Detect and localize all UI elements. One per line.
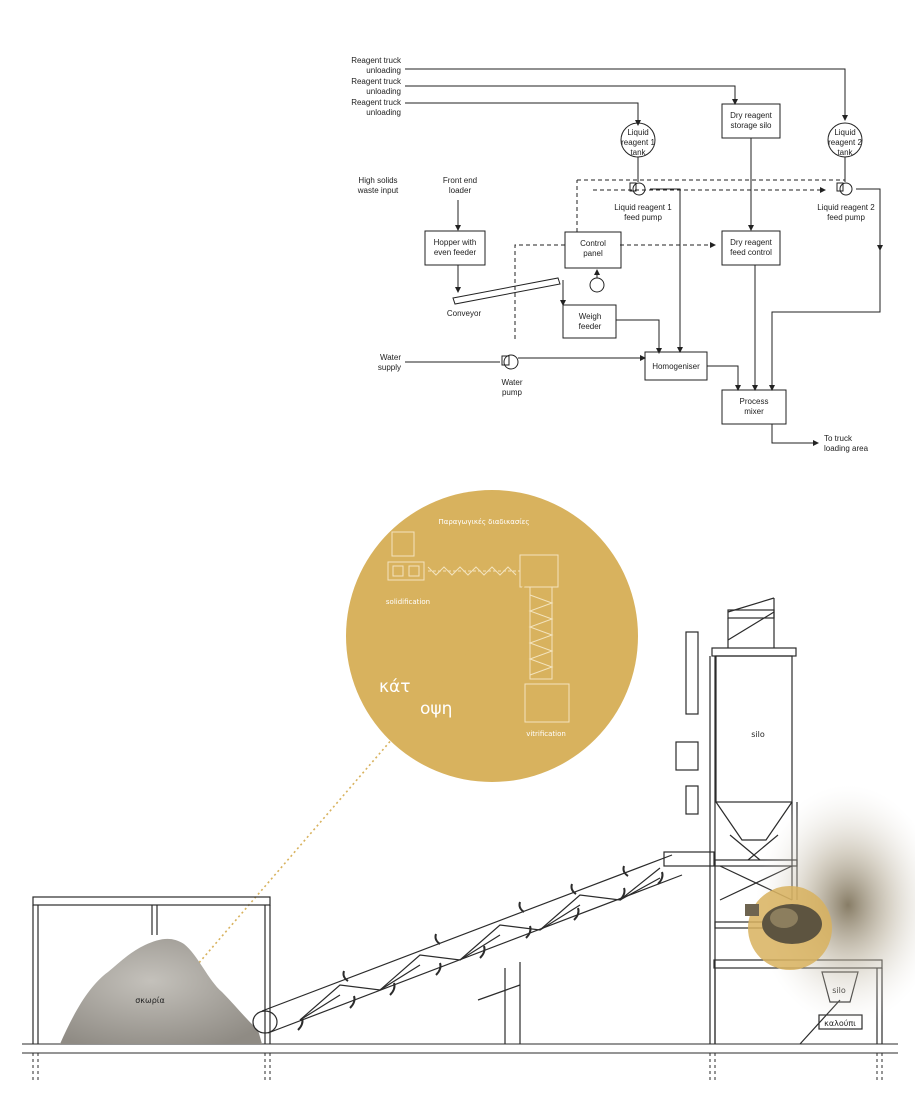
hopper-label-2: even feeder bbox=[434, 248, 477, 257]
plan-view-drawing bbox=[387, 531, 570, 723]
tank2-label-3: tank bbox=[837, 148, 853, 157]
conveyor-shape bbox=[452, 277, 561, 305]
silo-label: silo bbox=[751, 730, 765, 739]
dry-feed-label-2: feed control bbox=[730, 248, 772, 257]
dry-silo-label-2: storage silo bbox=[731, 121, 772, 130]
hopper-label-1: Hopper with bbox=[434, 238, 477, 247]
truck3-label-1: Reagent truck bbox=[351, 98, 402, 107]
plan-label-opsi: οψη bbox=[420, 699, 452, 719]
tank2-label-1: Liquid bbox=[834, 128, 855, 137]
weigh-feeder-label-2: feeder bbox=[579, 322, 602, 331]
process-mixer-label-1: Process bbox=[740, 397, 769, 406]
plan-label-kat: κάτ bbox=[379, 677, 410, 697]
slag-heap bbox=[60, 938, 262, 1044]
slag-shed bbox=[32, 896, 271, 1044]
control-panel-shape bbox=[564, 231, 622, 269]
water-pump-label-2: pump bbox=[502, 388, 523, 397]
process-mixer-shape bbox=[721, 389, 787, 425]
tank1-label-1: Liquid bbox=[627, 128, 648, 137]
vitrification-label: vitrification bbox=[526, 730, 566, 738]
truck1-label-1: Reagent truck bbox=[351, 56, 402, 65]
slag-label: σκωρία bbox=[135, 996, 165, 1005]
solidification-label: solidification bbox=[386, 598, 430, 606]
truck2-label-1: Reagent truck bbox=[351, 77, 402, 86]
output-label-2: loading area bbox=[824, 444, 869, 453]
leader-line bbox=[159, 569, 539, 1009]
controller-icon bbox=[589, 277, 605, 293]
control-panel-label-1: Control bbox=[580, 239, 606, 248]
pump1-label-1: Liquid reagent 1 bbox=[614, 203, 672, 212]
pump1-label-2: feed pump bbox=[624, 213, 662, 222]
water-supply-label-1: Water bbox=[380, 353, 401, 362]
weigh-feeder-label-1: Weigh bbox=[579, 312, 602, 321]
water-pump-label-1: Water bbox=[501, 378, 522, 387]
conveyor-label: Conveyor bbox=[447, 309, 482, 318]
ground bbox=[22, 1043, 898, 1083]
pump2-label-1: Liquid reagent 2 bbox=[817, 203, 875, 212]
hopper-shape bbox=[424, 230, 486, 266]
water-supply-label-2: supply bbox=[378, 363, 401, 372]
dry-silo-label-1: Dry reagent bbox=[730, 111, 773, 120]
truck1-label-2: unloading bbox=[366, 66, 401, 75]
weigh-feeder-shape bbox=[562, 304, 617, 339]
truck3-line bbox=[405, 102, 641, 126]
flowchart-labels: Reagent truck unloading Reagent truck un… bbox=[351, 56, 875, 453]
conveyor-hooks bbox=[297, 865, 664, 1031]
control-panel-label-2: panel bbox=[583, 249, 603, 258]
water-pump-icon bbox=[501, 354, 519, 370]
tank2-label-2: reagent 2 bbox=[828, 138, 862, 147]
pump2-label-2: feed pump bbox=[827, 213, 865, 222]
front-end-loader-label-1: Front end bbox=[443, 176, 477, 185]
high-solids-label-2: waste input bbox=[357, 186, 399, 195]
process-mixer-label-2: mixer bbox=[744, 407, 764, 416]
truck3-label-2: unloading bbox=[366, 108, 401, 117]
vitrification-machine bbox=[745, 904, 822, 944]
circle-title: Παραγωγικές διαδικασίες bbox=[438, 518, 529, 526]
dry-feed-control-shape bbox=[721, 230, 781, 266]
dry-feed-label-1: Dry reagent bbox=[730, 238, 773, 247]
tank1-label-2: reagent 1 bbox=[621, 138, 655, 147]
truck2-label-2: unloading bbox=[366, 87, 401, 96]
output-label-1: To truck bbox=[824, 434, 853, 443]
high-solids-label-1: High solids bbox=[358, 176, 397, 185]
homogeniser-label: Homogeniser bbox=[652, 362, 700, 371]
truck1-line bbox=[405, 68, 848, 121]
front-end-loader-label-2: loader bbox=[449, 186, 472, 195]
conveyor-belt bbox=[252, 854, 683, 1044]
truck2-line bbox=[405, 85, 738, 105]
plan-view-circle bbox=[346, 490, 638, 782]
tank1-label-3: tank bbox=[630, 148, 646, 157]
pump-1-icon bbox=[629, 182, 646, 196]
plan-view-text: Παραγωγικές διαδικασίες solidification v… bbox=[379, 518, 566, 738]
process-flowchart bbox=[405, 68, 883, 446]
pump-2-icon bbox=[836, 182, 853, 196]
